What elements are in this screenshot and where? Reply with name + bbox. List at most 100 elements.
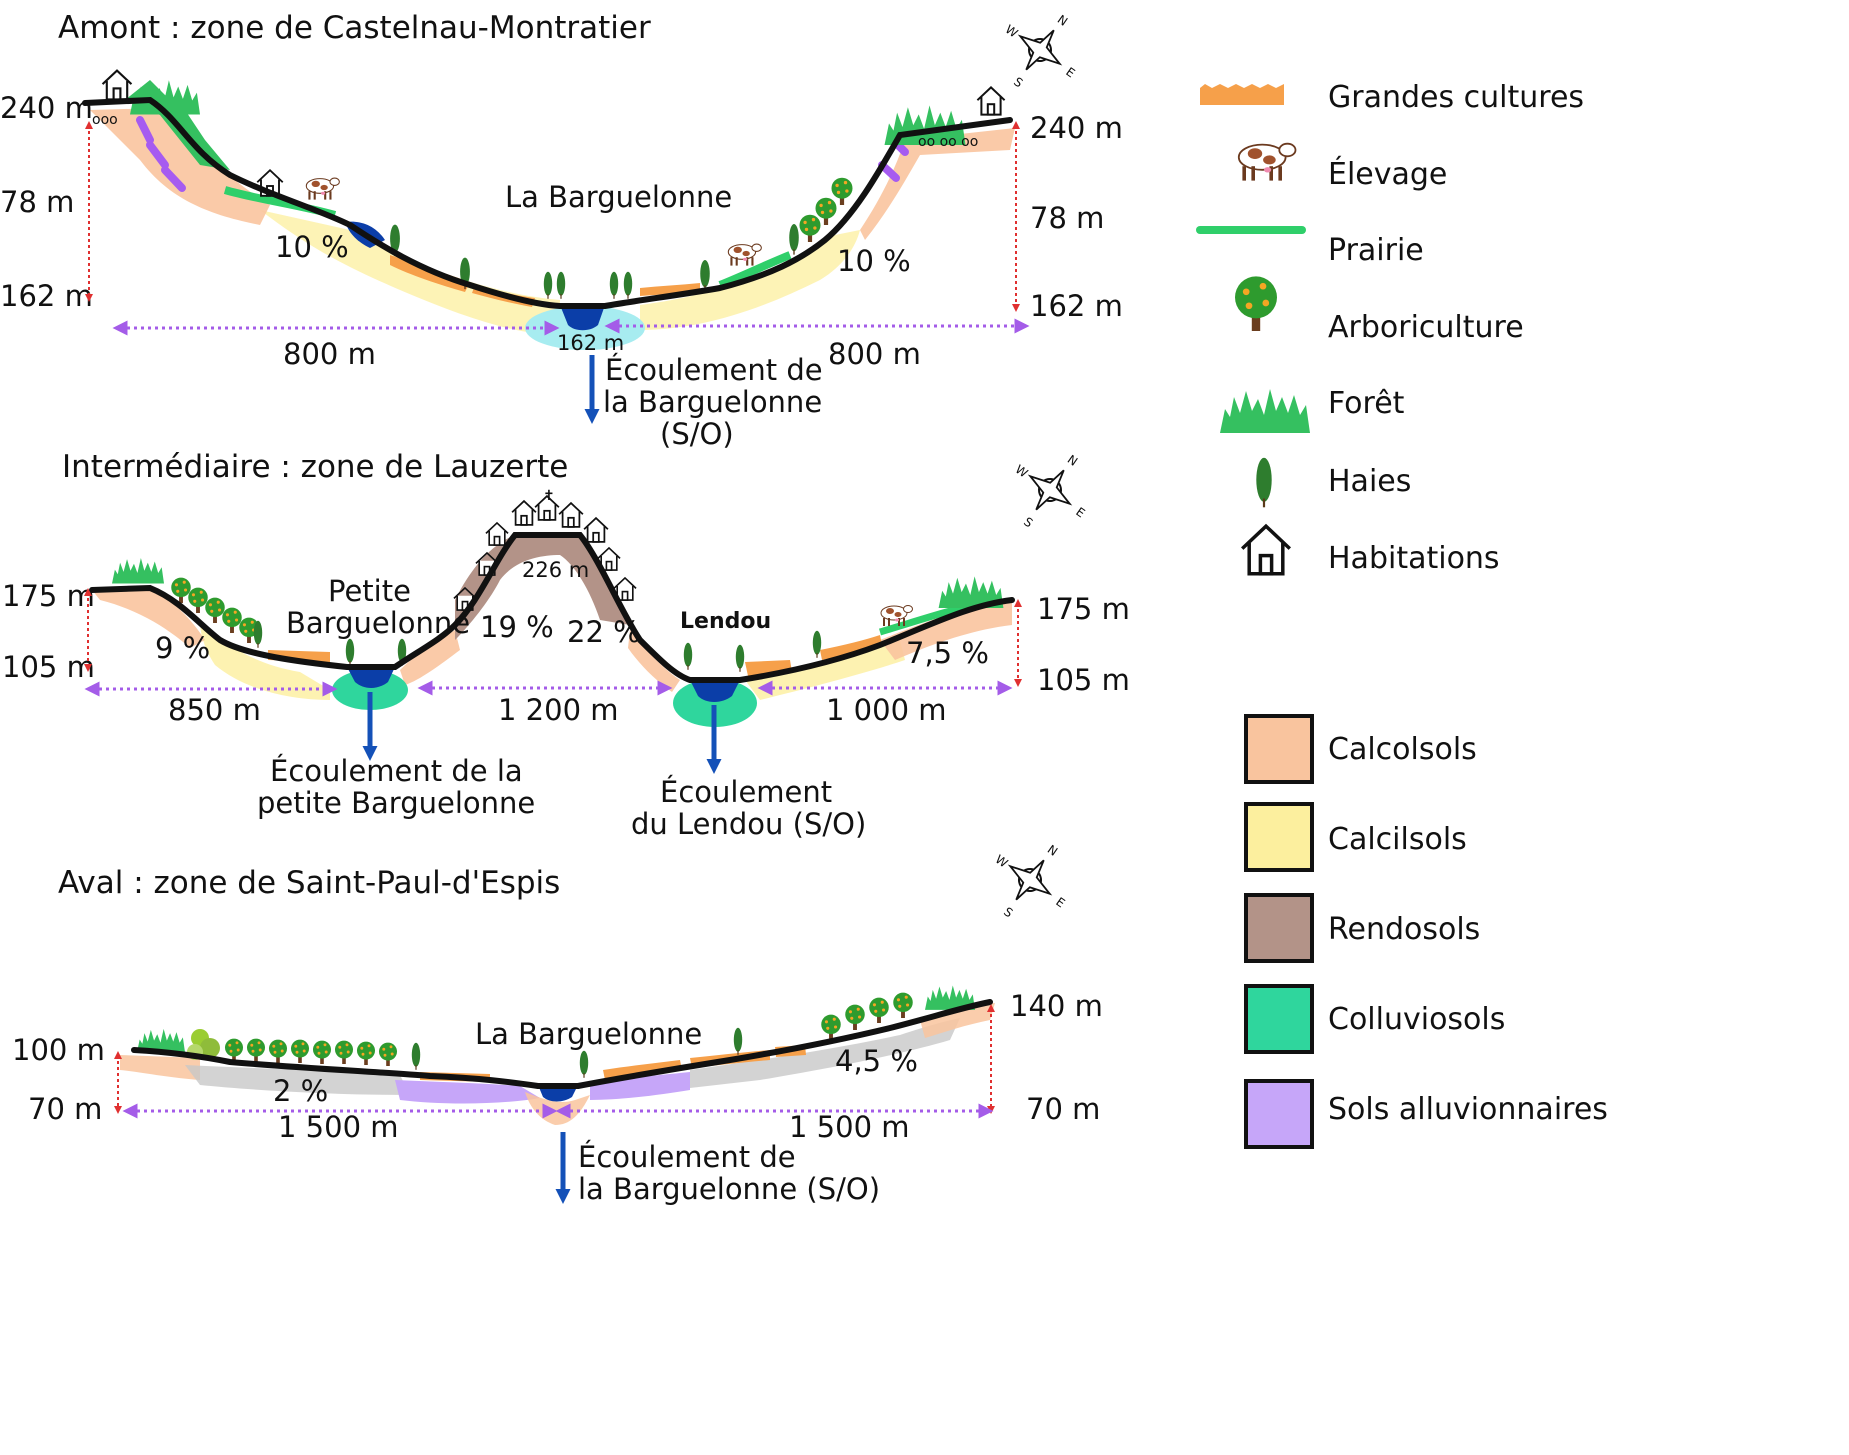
slope-label: 4,5 % [835,1044,918,1078]
legend-item-label: Arboriculture [1328,310,1524,345]
legend-soils: Calcolsols Calcilsols Rendosols Colluvio… [1244,714,1608,1149]
calcosol-zone [860,128,1015,240]
svg-text:N: N [1065,452,1080,469]
flow-label: Écoulement [660,775,832,809]
orchard-tree-icon [799,177,853,242]
distance-label: 800 m [283,337,376,371]
flow-label: du Lendou (S/O) [631,807,866,841]
gravel-icon: oo oo oo [918,134,978,150]
terrain-profile [89,532,1015,683]
gravel-icon: ooo [92,112,118,128]
calcosol-zone [90,108,270,225]
calcosol-zone [920,1003,995,1038]
river-channel [538,1085,578,1102]
alluvial-zone [590,1072,690,1100]
altitude-label: 78 m [1030,201,1104,235]
soil-swatch [1244,984,1314,1054]
church-cross-icon: ✝ [543,488,555,504]
distance-label: 1 500 m [789,1110,910,1144]
river-channel [560,305,605,331]
legend-item-label: Calcilsols [1328,822,1467,857]
terrain-profile [82,96,1013,309]
legend-item-label: Forêt [1328,386,1405,421]
svg-text:S: S [1011,74,1025,90]
panel-title: Intermédiaire : zone de Lauzerte [62,449,568,485]
svg-text:N: N [1055,12,1070,29]
colluviosol-zone [332,670,408,710]
altitude-label: 175 m [2,579,95,613]
svg-text:S: S [1001,904,1015,920]
svg-text:N: N [1045,842,1060,859]
flow-label: petite Barguelonne [257,786,535,820]
distance-label: 1 200 m [498,693,619,727]
altitude-label: 100 m [12,1033,105,1067]
calcosol-zone [92,588,205,648]
slope-label: 2 % [273,1074,328,1108]
altitude-label: 78 m [0,185,74,219]
svg-text:W: W [1003,22,1021,40]
flow-label: Écoulement de [578,1140,796,1174]
alluvial-strips [136,116,909,192]
distance-label: 800 m [828,337,921,371]
river-label: La Barguelonne [475,1017,702,1051]
panel-title: Aval : zone de Saint-Paul-d'Espis [58,865,560,901]
flow-label: Écoulement de [605,353,823,387]
gravel-zone [690,1018,960,1088]
house-icon [976,86,1006,116]
slope-label: 7,5 % [906,636,989,670]
svg-text:S: S [1021,514,1035,530]
altitude-label: 162 m [0,279,93,313]
soil-swatch [1244,893,1314,963]
calcosol-zone [120,1055,200,1080]
legend-landuse: Grandes cultures Élevage Prairie Arboric… [1196,80,1584,576]
slope-label: 10 % [275,230,349,264]
distance-label: 850 m [168,693,261,727]
house-icon [1240,524,1292,576]
svg-text:E: E [1053,895,1067,911]
calcosol-zone [880,600,1012,660]
house-icon [558,502,584,528]
river-channel [690,680,740,702]
calcosol-zone [400,630,460,685]
colluviosol-zone [673,679,757,727]
altitude-label: 240 m [0,91,93,125]
flow-label: Écoulement de la [270,754,523,788]
river-label: La Barguelonne [505,180,732,214]
legend-item-label: Habitations [1328,541,1500,576]
cow-icon [305,177,340,201]
legend-item-label: Sols alluvionnaires [1328,1092,1608,1127]
cow-icon [727,243,762,267]
orchard-tree-icon [1235,276,1277,331]
flow-label: (S/O) [660,417,734,451]
cow-icon [1237,142,1297,182]
distance-label: 1 000 m [826,693,947,727]
distance-label: 1 500 m [278,1110,399,1144]
alluvial-zone [395,1080,540,1104]
svg-text:W: W [993,852,1011,870]
legend-item-label: Calcolsols [1328,732,1477,767]
soil-swatch [1244,802,1314,872]
crops-icon [1200,84,1284,105]
village-houses: ✝ [453,488,637,611]
panel-amont: Amont : zone de Castelnau-Montratier N E… [0,10,1123,451]
legend-item-label: Rendosols [1328,912,1480,947]
altitude-label: 105 m [1037,663,1130,697]
calcilsol-zone [200,620,330,700]
altitude-label: 140 m [1010,989,1103,1023]
slope-label: 10 % [837,244,911,278]
flow-label: la Barguelonne (S/O) [578,1172,880,1206]
flow-label: la Barguelonne [603,385,822,419]
altitude-label: 240 m [1030,111,1123,145]
panel-title: Amont : zone de Castelnau-Montratier [58,10,651,46]
terrain-profile [131,999,993,1089]
house-icon [583,517,609,543]
panel-aval: Aval : zone de Saint-Paul-d'Espis N E S … [12,842,1103,1206]
slope-label: 9 % [155,631,210,665]
slope-label: 19 % [480,610,554,644]
svg-text:W: W [1013,462,1031,480]
bottom-altitude-label: 162 m [557,331,624,355]
slope-label: 22 % [567,615,641,649]
altitude-label: 175 m [1037,592,1130,626]
legend-item-label: Colluviosols [1328,1002,1505,1037]
